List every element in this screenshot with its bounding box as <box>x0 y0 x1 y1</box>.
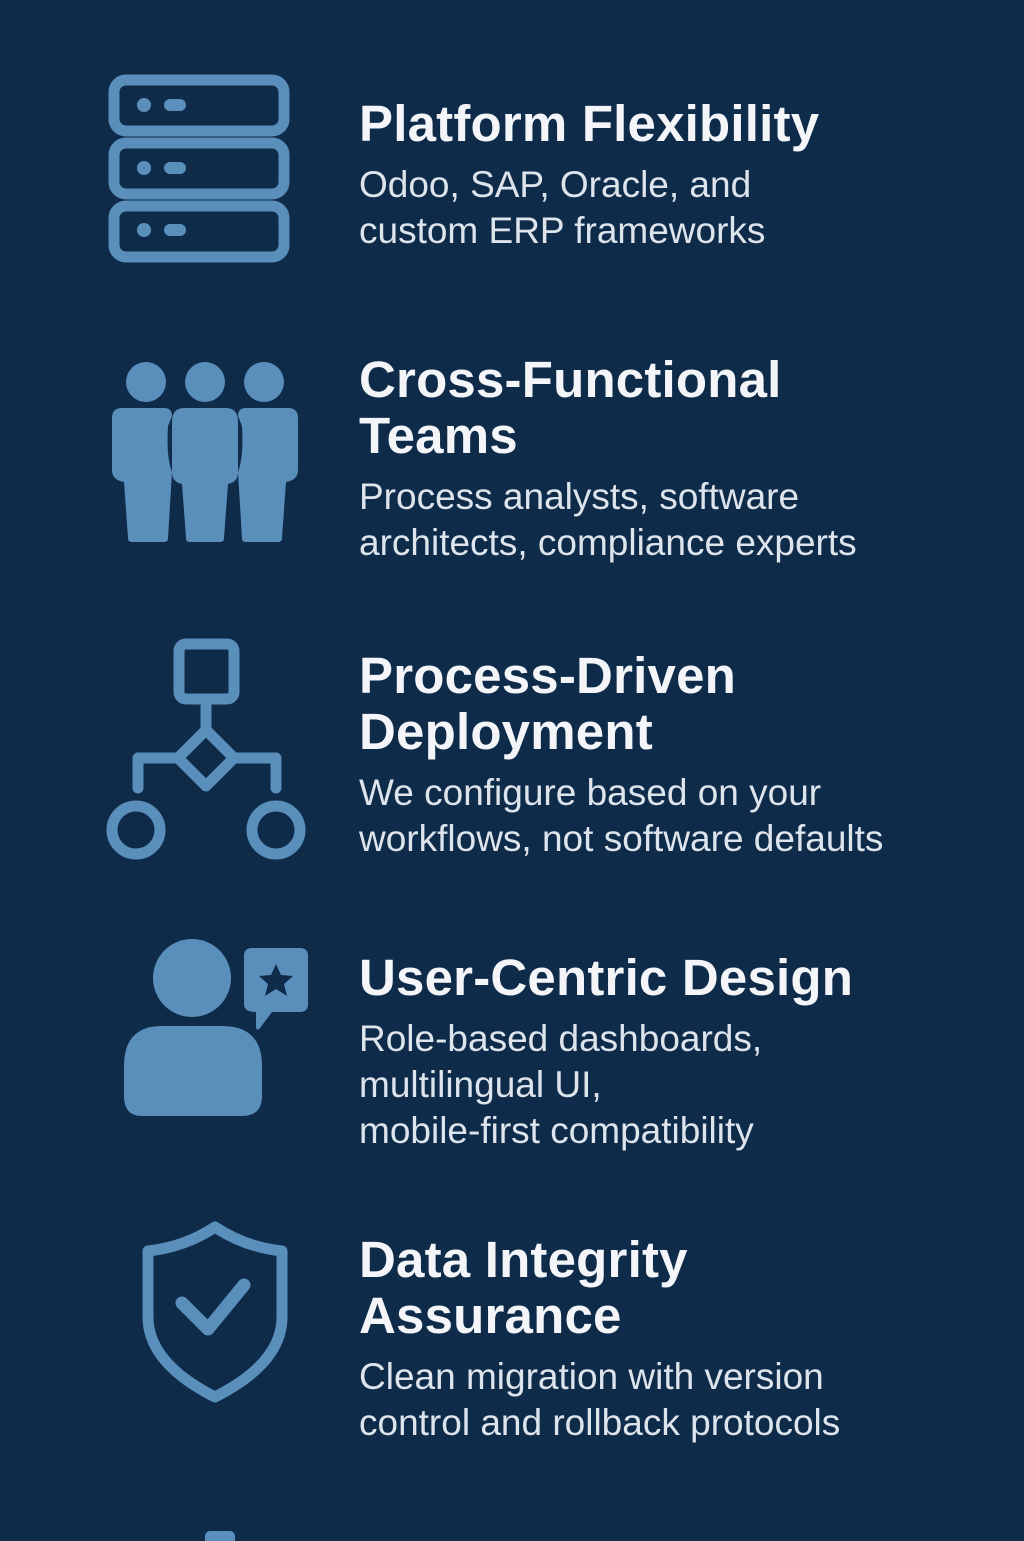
feature-title: Cross-Functional Teams <box>359 351 782 464</box>
feature-text: Cross-Functional Teams Process analysts,… <box>359 352 999 566</box>
feature-description: We configure based on your workflows, no… <box>359 772 884 859</box>
feature-description: Clean migration with version control and… <box>359 1356 841 1443</box>
user-feedback-star-icon <box>122 936 312 1118</box>
process-flow-icon <box>104 638 310 860</box>
feature-text: Data Integrity Assurance Clean migration… <box>359 1232 999 1446</box>
feature-text: User-Centric Design Role-based dashboard… <box>359 950 999 1154</box>
feature-description: Odoo, SAP, Oracle, and custom ERP framew… <box>359 164 766 251</box>
shield-check-icon <box>140 1221 290 1403</box>
feature-description: Process analysts, software architects, c… <box>359 476 857 563</box>
partial-next-icon <box>205 1531 235 1541</box>
feature-title: Data Integrity Assurance <box>359 1231 688 1344</box>
feature-text: Platform Flexibility Odoo, SAP, Oracle, … <box>359 96 999 254</box>
feature-title: Platform Flexibility <box>359 95 820 152</box>
server-stack-icon <box>108 74 290 264</box>
feature-title: Process-Driven Deployment <box>359 647 736 760</box>
feature-description: Role-based dashboards, multilingual UI, … <box>359 1018 763 1151</box>
feature-title: User-Centric Design <box>359 949 854 1006</box>
team-people-icon <box>110 360 300 545</box>
feature-text: Process-Driven Deployment We configure b… <box>359 648 999 862</box>
